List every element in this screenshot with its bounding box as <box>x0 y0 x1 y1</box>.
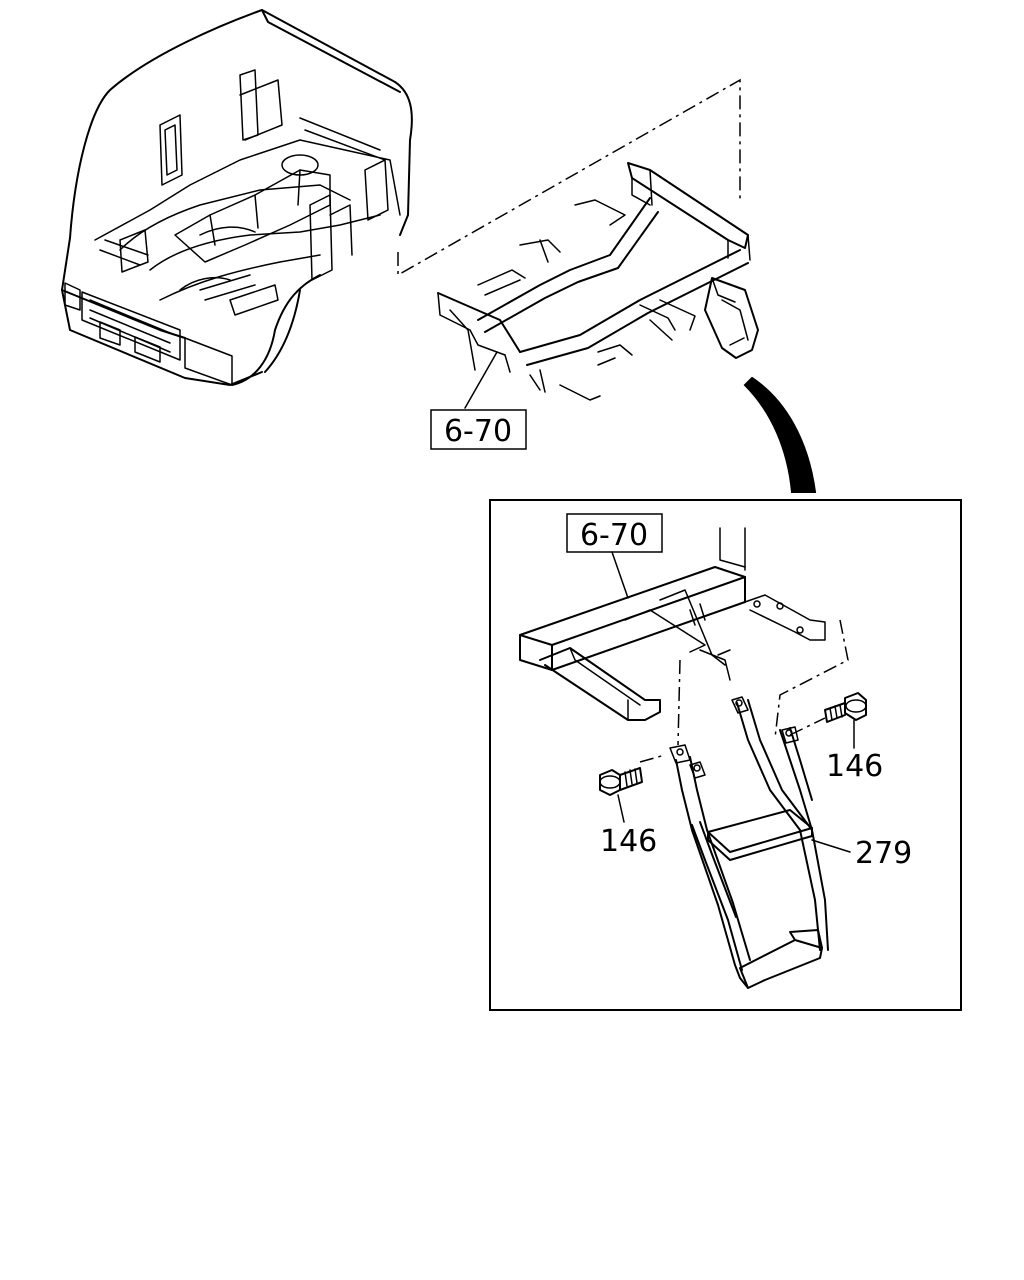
detail-view-box: 6-70 <box>489 499 962 1011</box>
frame-rail-detail <box>519 527 826 721</box>
ref-top-leader <box>464 351 498 409</box>
ref-box-top: 6-70 <box>430 409 527 450</box>
callout-step-bracket: 279 <box>855 836 912 871</box>
detail-pointer-arrow <box>743 376 817 493</box>
ref-detail-leader <box>611 551 629 599</box>
bolt-left <box>599 767 643 796</box>
ref-box-detail <box>566 513 663 553</box>
ref-top-label: 6-70 <box>444 414 512 449</box>
callout-bolt-left: 146 <box>600 824 657 859</box>
mount-line-left <box>677 659 681 746</box>
bolt-right <box>824 692 867 723</box>
bolt-line-left <box>639 754 666 763</box>
leader-bolt-left <box>617 794 625 823</box>
cab-illustration <box>61 9 413 386</box>
mount-line-right <box>774 619 849 739</box>
callout-bolt-right: 146 <box>826 749 883 784</box>
chassis-frame-illustration <box>437 162 759 401</box>
leader-step-bracket <box>811 839 851 853</box>
ref-detail-label: 6-70 <box>580 518 648 553</box>
cab-to-frame-leader <box>397 78 741 277</box>
step-bracket <box>669 696 829 989</box>
